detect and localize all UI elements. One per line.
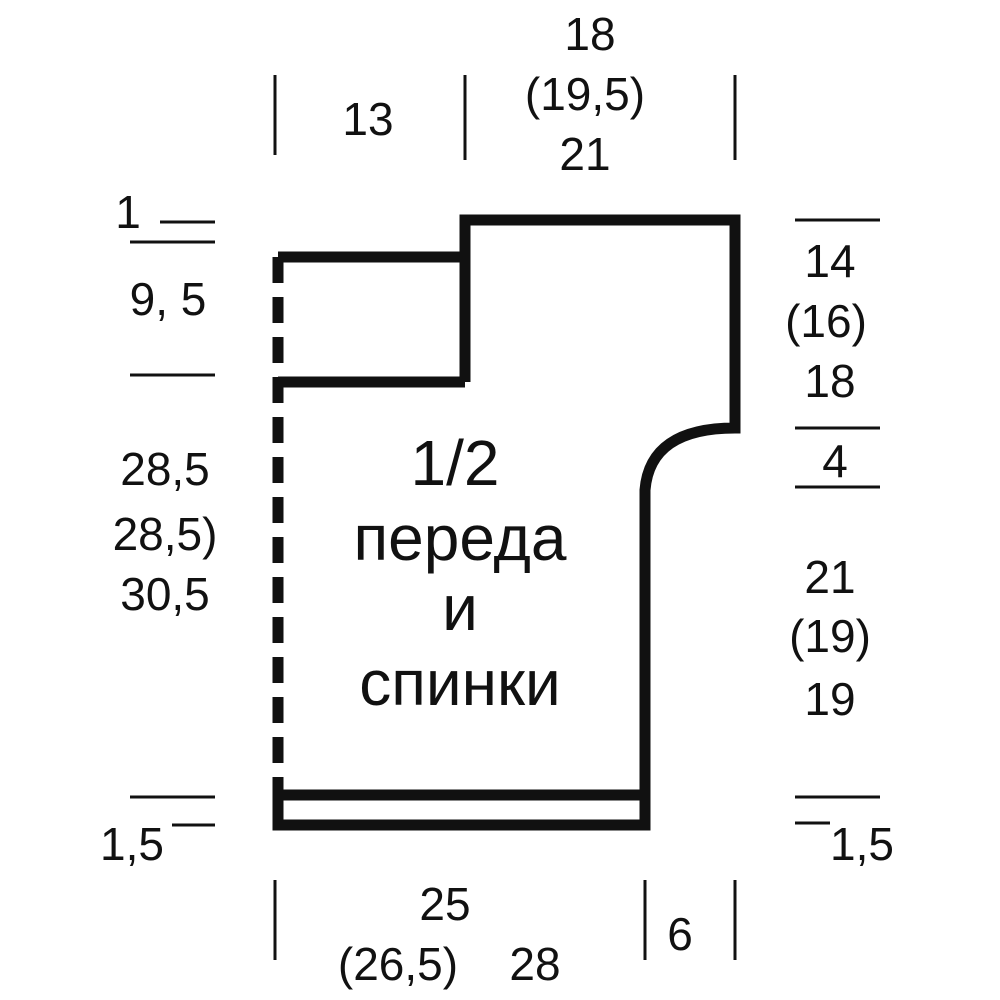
top-right-width-3: 21 <box>559 128 610 180</box>
right-lower-3: 19 <box>804 673 855 725</box>
right-lower-1: 21 <box>804 551 855 603</box>
left-top-step: 1 <box>115 186 141 238</box>
top-right-width-2: (19,5) <box>525 68 645 120</box>
right-upper-3: 18 <box>804 355 855 407</box>
right-upper-2: (16) <box>785 295 867 347</box>
top-right-width-1: 18 <box>564 8 615 60</box>
bottom-width-2: (26,5) <box>338 938 458 990</box>
top-left-width: 13 <box>342 93 393 145</box>
garment-outline <box>272 214 741 831</box>
bottom-width-3: 28 <box>509 938 560 990</box>
bottom-sleeve-offset: 6 <box>667 908 693 960</box>
piece-fraction: 1/2 <box>411 427 500 499</box>
right-lower-2: (19) <box>789 610 871 662</box>
piece-label-2: и <box>442 572 478 644</box>
right-upper-1: 14 <box>804 235 855 287</box>
dimension-marks <box>130 75 880 960</box>
left-bottom: 1,5 <box>100 818 164 870</box>
left-middle-3: 30,5 <box>120 568 210 620</box>
left-middle-1: 28,5 <box>120 443 210 495</box>
left-upper: 9, 5 <box>130 273 207 325</box>
piece-label-3: спинки <box>359 647 561 719</box>
left-middle-2: 28,5) <box>113 508 218 560</box>
right-armhole: 4 <box>822 435 848 487</box>
bottom-width-1: 25 <box>419 878 470 930</box>
right-bottom: 1,5 <box>830 818 894 870</box>
piece-label-1: переда <box>354 502 567 574</box>
